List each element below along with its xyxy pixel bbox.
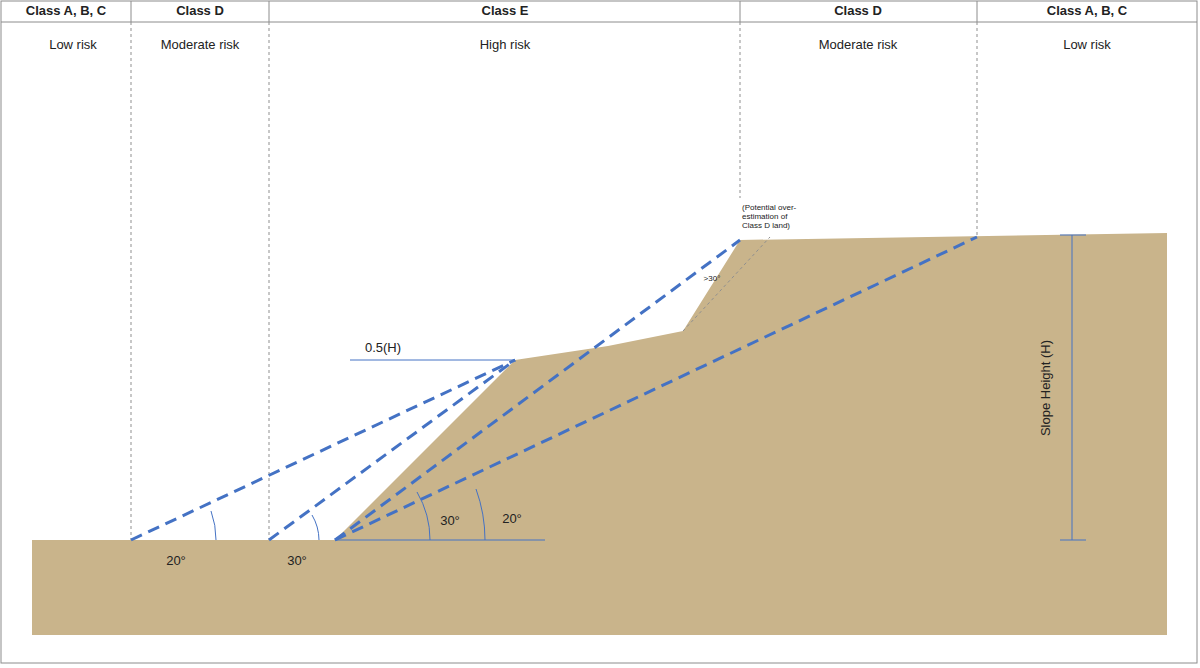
note: (Potential over-estimation of Class D la… (742, 204, 798, 230)
class-header: Class A, B, C (1047, 4, 1127, 19)
risk-label: Moderate risk (161, 38, 240, 53)
risk-label: Low risk (49, 38, 97, 53)
risk-label: High risk (480, 38, 531, 53)
angle-label: 30° (287, 554, 307, 569)
dimension-label: Slope Height (H) (1039, 340, 1054, 436)
ground-profile (32, 233, 1167, 635)
angle-label: 20° (166, 554, 186, 569)
risk-label: Moderate risk (819, 38, 898, 53)
angle-label: >30° (704, 274, 721, 283)
class-header: Class E (482, 4, 529, 19)
angle-label: 20° (502, 512, 522, 527)
angle-label: 30° (440, 514, 460, 529)
zone-boundaries (131, 22, 977, 540)
class-header: Class D (834, 4, 882, 19)
angle-lines (131, 237, 977, 540)
header-dividers (131, 1, 977, 22)
dimension-label: 0.5(H) (365, 341, 401, 356)
reference-lines (211, 235, 1086, 540)
header-rule (1, 22, 1197, 23)
risk-label: Low risk (1063, 38, 1111, 53)
class-header: Class A, B, C (26, 4, 106, 19)
class-header: Class D (176, 4, 224, 19)
